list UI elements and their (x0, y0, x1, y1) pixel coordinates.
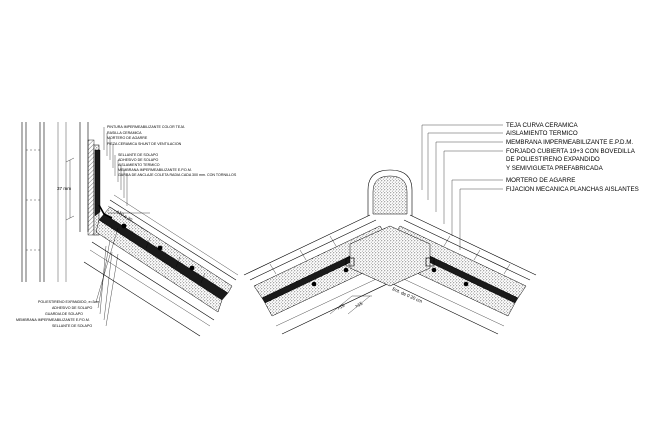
label-membrana-epdm-r: MEMBRANA IMPERMEABILIZANTE E.P.D.M. (506, 139, 633, 146)
label-sellante: SELLANTE DE SOLAPO (118, 153, 158, 157)
dim-bottom-right: >15 (354, 301, 364, 309)
ridge-leaders (421, 124, 503, 250)
label-sellante-solapo: SELLANTE DE SOLAPO (52, 324, 92, 328)
right-ridge-detail: >15 >15 Ent. de 0 20 cm TEJA CURVA CERAM… (243, 122, 639, 335)
label-adhesivo-solapo: ADHESIVO DE SOLAPO (52, 306, 93, 310)
label-mortero-agarre: MORTERO DE AGARRE (506, 177, 575, 184)
ridge-core (345, 225, 435, 287)
label-membrana-epdm: MEMBRANA IMPERMEABILIZANTE E.P.D.M. (16, 318, 90, 322)
dim-bottom-left: >15 (336, 303, 346, 311)
label-semivigueta: Y SEMIVIGUETA PREFABRICADA (506, 165, 604, 172)
dim-vertical-label: 37 mm (57, 186, 71, 191)
ridge-labels: TEJA CURVA CERAMICA AISLAMIENTO TERMICO … (506, 122, 639, 193)
label-aislamiento: AISLAMIENTO TERMICO (118, 163, 160, 167)
left-leaders-top (103, 127, 128, 206)
dim-slope-right: Ent. de 0 20 cm (392, 286, 424, 304)
vertical-dimension: 37 mm (57, 157, 75, 221)
left-eaves-detail: 37 mm +10 a 20 (16, 122, 239, 337)
left-labels-bottom: POLIESTIRENO EXPANDIDO, e=3cm ADHESIVO D… (16, 300, 99, 328)
label-poliestireno: POLIESTIRENO EXPANDIDO, e=3cm (38, 300, 99, 304)
ridge-tile (367, 169, 413, 216)
label-adhesivo: ADHESIVO DE SOLAPO (118, 158, 159, 162)
left-leaders-bottom (95, 227, 119, 327)
label-pieza-shunt: PIEZA CERAMICA SHUNT DE VENTILACION (107, 142, 182, 146)
label-forjado: FORJADO CUBIERTA 19+3 CON BOVEDILLA (506, 148, 636, 155)
wall-section (21, 122, 100, 282)
label-fijacion: FIJACION MECANICA PLANCHAS AISLANTES (506, 186, 639, 193)
label-aislamiento-termico: AISLAMIENTO TERMICO (506, 130, 578, 137)
label-membrana: MEMBRANA IMPERMEABILIZANTE E.P.D.M. (118, 168, 192, 172)
label-mortero: MORTERO DE AGARRE (107, 136, 148, 140)
label-teja-curva: TEJA CURVA CERAMICA (506, 122, 579, 129)
label-pintura: PINTURA IMPERMEABILIZANTE COLOR TEJA (107, 125, 185, 129)
label-rasilla: RASILLA CERAMICA (107, 131, 142, 135)
ridge-bottom-dimensions: >15 >15 Ent. de 0 20 cm (329, 286, 424, 315)
label-guardia-solapo: GUARDIA DE SOLAPO (45, 312, 83, 316)
left-labels-top: PINTURA IMPERMEABILIZANTE COLOR TEJA RAS… (107, 125, 237, 177)
left-roof-layers (83, 149, 239, 337)
label-garra: GARRA DE ANCLAJE COLETA RADIA CADA 300 m… (118, 173, 237, 177)
label-poliestireno-exp: DE POLIESTIRENO EXPANDIDO (506, 156, 600, 163)
